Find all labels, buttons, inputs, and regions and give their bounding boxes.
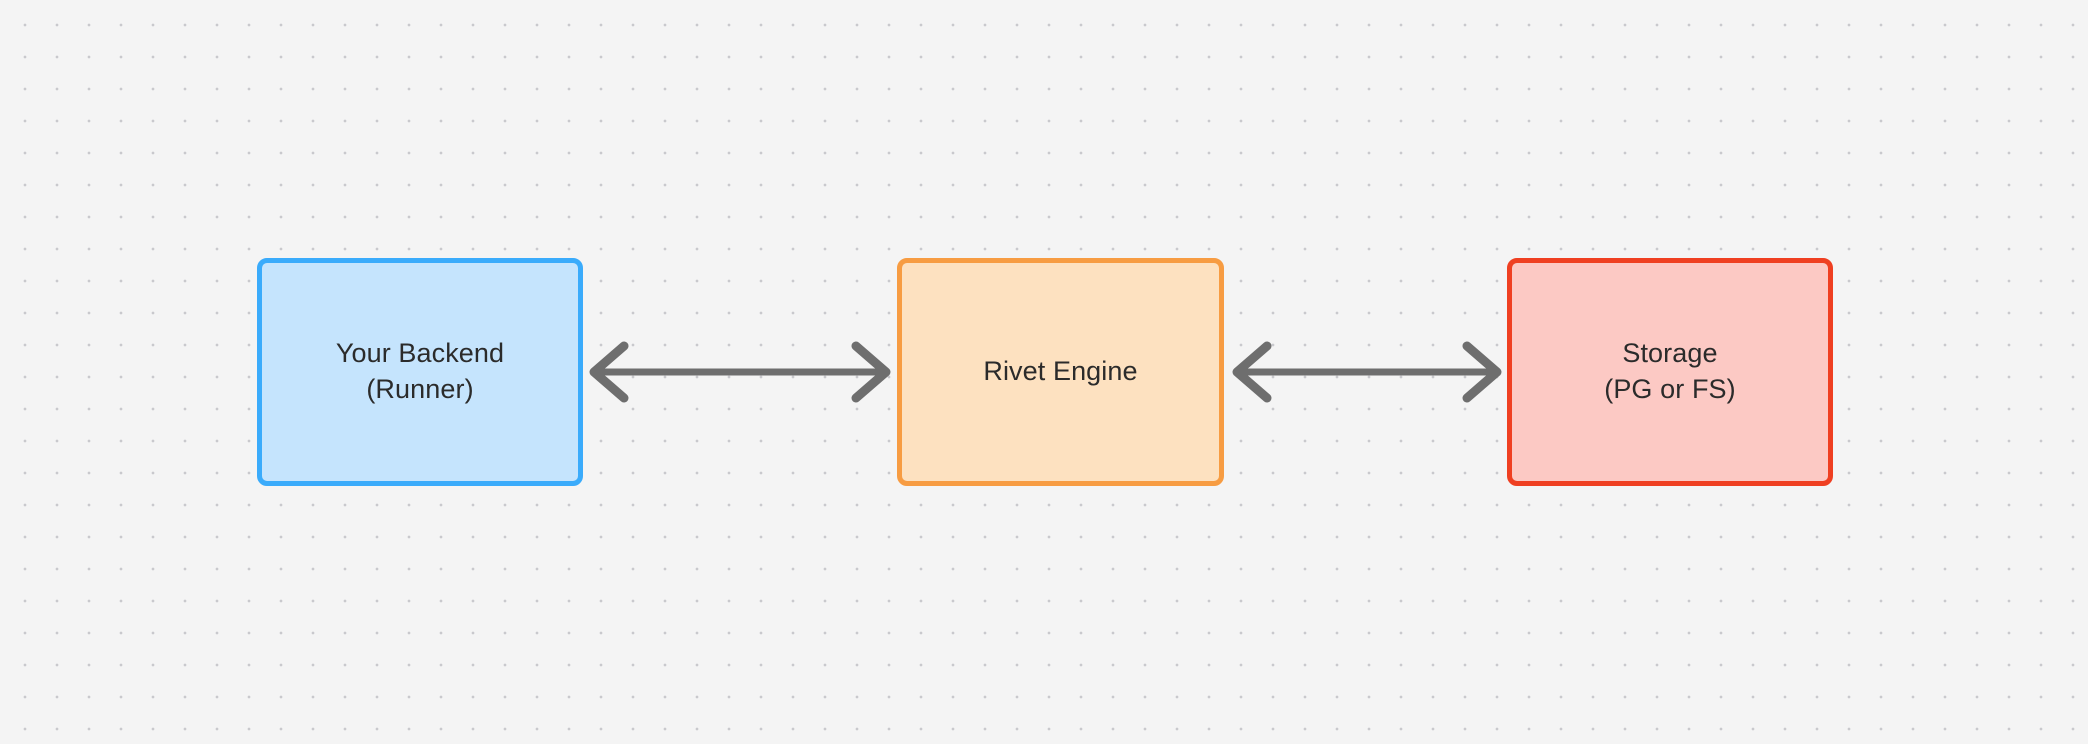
double-arrow-icon	[1232, 341, 1502, 403]
diagram-node-engine[interactable]: Rivet Engine	[897, 258, 1224, 486]
node-storage-label: Storage (PG or FS)	[1604, 338, 1736, 404]
connector-engine-storage[interactable]	[1231, 340, 1503, 404]
double-arrow-icon	[589, 341, 891, 403]
connector-backend-engine[interactable]	[588, 340, 892, 404]
node-engine-label: Rivet Engine	[983, 356, 1138, 387]
node-backend-label: Your Backend (Runner)	[335, 338, 505, 404]
diagram-node-storage[interactable]: Storage (PG or FS)	[1507, 258, 1833, 486]
diagram-node-backend[interactable]: Your Backend (Runner)	[257, 258, 583, 486]
